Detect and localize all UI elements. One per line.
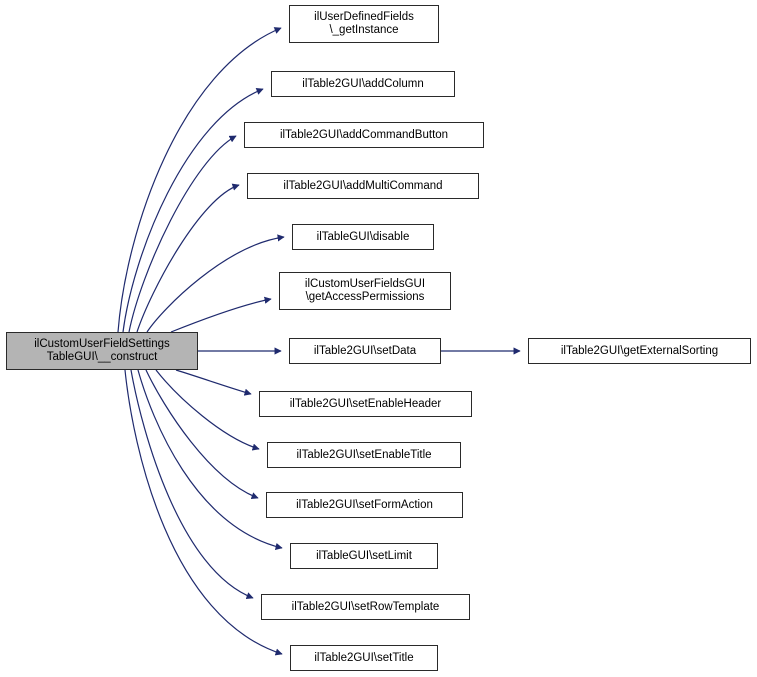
node-label: ilTable2GUI\setEnableTitle [296, 448, 432, 461]
edge-root-to-settitle [124, 369, 283, 656]
node-label: ilTable2GUI\addColumn [302, 77, 424, 90]
node-ilcustomuserfieldsgui-getaccesspermissions[interactable]: ilCustomUserFieldsGUI \getAccessPermissi… [279, 272, 451, 310]
node-iluserdefinedfields-getinstance[interactable]: ilUserDefinedFields \_getInstance [289, 5, 439, 43]
node-iltable2gui-settitle[interactable]: ilTable2GUI\setTitle [290, 645, 438, 671]
node-iltablegui-setlimit[interactable]: ilTableGUI\setLimit [290, 543, 438, 569]
node-label: ilTable2GUI\addMultiCommand [283, 179, 443, 192]
node-label: ilTableGUI\setLimit [316, 549, 412, 562]
edge-root-to-getaccesspermissions [170, 296, 272, 333]
node-iltable2gui-addcolumn[interactable]: ilTable2GUI\addColumn [271, 71, 455, 97]
node-iltable2gui-setenableheader[interactable]: ilTable2GUI\setEnableHeader [259, 391, 472, 417]
edge-root-to-setformaction [145, 369, 259, 500]
node-iltablegui-disable[interactable]: ilTableGUI\disable [292, 224, 434, 250]
edge-root-to-setrowtemplate [130, 369, 254, 600]
node-label: ilTableGUI\disable [316, 230, 410, 243]
node-label: ilTable2GUI\setEnableHeader [289, 397, 442, 410]
node-iltable2gui-getexternalsorting[interactable]: ilTable2GUI\getExternalSorting [528, 338, 751, 364]
edge-root-to-setlimit [137, 369, 283, 550]
node-label: ilTable2GUI\setData [313, 344, 417, 357]
edge-root-to-addcolumn [122, 88, 264, 333]
node-label: ilCustomUserFieldSettings TableGUI\__con… [34, 338, 170, 363]
node-label: ilTable2GUI\getExternalSorting [560, 344, 719, 357]
edge-root-to-addmulticommand [136, 183, 240, 333]
node-iltable2gui-addcommandbutton[interactable]: ilTable2GUI\addCommandButton [244, 122, 484, 148]
node-label: ilTable2GUI\addCommandButton [279, 128, 449, 141]
node-ilcustomuserfieldsettingstablegui-construct[interactable]: ilCustomUserFieldSettings TableGUI\__con… [6, 332, 198, 370]
node-iltable2gui-setdata[interactable]: ilTable2GUI\setData [289, 338, 441, 364]
node-label: ilTable2GUI\setFormAction [296, 498, 433, 511]
node-label: ilCustomUserFieldsGUI \getAccessPermissi… [304, 278, 426, 303]
node-label: ilTable2GUI\setTitle [314, 651, 414, 664]
edge-root-to-addcommandbutton [128, 135, 237, 333]
node-label: ilTable2GUI\setRowTemplate [291, 600, 440, 613]
node-iltable2gui-setrowtemplate[interactable]: ilTable2GUI\setRowTemplate [261, 594, 470, 620]
edge-root-to-setenabletitle [155, 369, 260, 451]
node-iltable2gui-setenabletitle[interactable]: ilTable2GUI\setEnableTitle [267, 442, 461, 468]
node-label: ilUserDefinedFields \_getInstance [314, 11, 414, 36]
node-iltable2gui-addmulticommand[interactable]: ilTable2GUI\addMultiCommand [247, 173, 479, 199]
edge-root-to-getinstance [117, 27, 282, 333]
node-iltable2gui-setformaction[interactable]: ilTable2GUI\setFormAction [266, 492, 463, 518]
edge-root-to-setenableheader [175, 369, 252, 396]
edge-root-to-disable [146, 234, 285, 333]
